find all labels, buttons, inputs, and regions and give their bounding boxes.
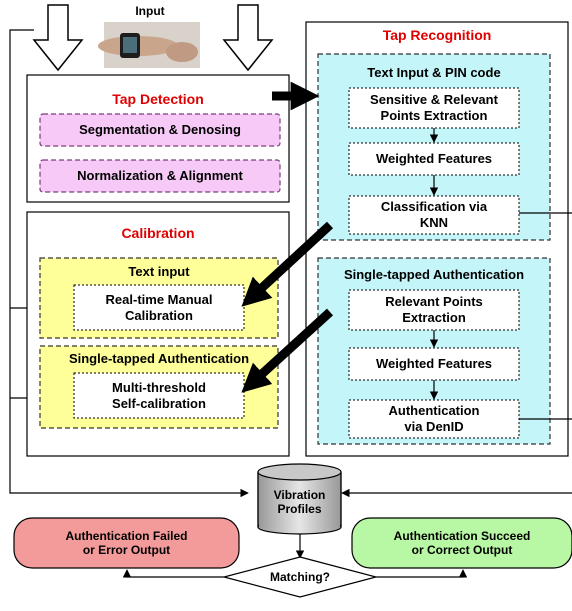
input-arrow-left (32, 4, 84, 72)
calibration-self-box (73, 372, 245, 419)
feedback-line-outer (9, 29, 249, 498)
single-tapped-recognition-title: Single-tapped Authentication (343, 267, 525, 283)
database-icon (257, 463, 342, 535)
tap-detection-title: Tap Detection (112, 90, 204, 107)
segmentation-box (39, 113, 281, 147)
big-arrow-knn-to-calibration (241, 221, 334, 307)
succeed-box (351, 517, 572, 569)
rec-points-label: Sensitive & Relevant Points Extraction (370, 92, 498, 123)
normalization-label: Normalization & Alignment (77, 168, 243, 184)
rec-points-box (348, 87, 520, 129)
text-input-title: Text input (128, 264, 190, 280)
input-label: Input (135, 3, 165, 18)
rec-denid-label: Authentication via DenID (388, 403, 480, 434)
rec-weighted-label-2: Weighted Features (375, 356, 493, 372)
normalization-box (39, 159, 281, 193)
input-arrow-right (222, 4, 274, 72)
big-arrow-denid-to-calibration (241, 308, 334, 393)
rec-knn-box (348, 195, 520, 235)
rec-weighted-label: Weighted Features (375, 151, 493, 167)
rec-knn-label: Classification via KNN (380, 199, 488, 230)
database-label: Vibration Profiles (273, 487, 326, 516)
matching-label: Matching? (270, 569, 330, 584)
rec-relevant-box (348, 289, 520, 331)
calibration-title: Calibration (121, 224, 195, 241)
rec-denid-box (348, 399, 520, 439)
rec-weighted-box-2 (348, 347, 520, 381)
matching-to-succeed-line (376, 569, 468, 578)
text-pin-title: Text Input & PIN code (367, 65, 501, 81)
input-photo (98, 22, 200, 68)
rec-relevant-label: Relevant Points Extraction (385, 294, 483, 325)
calibration-manual-label: Real-time Manual Calibration (105, 291, 213, 323)
segmentation-label: Segmentation & Denosing (79, 122, 241, 138)
tap-recognition-title: Tap Recognition (382, 26, 492, 43)
rec-weighted-box (348, 142, 520, 176)
matching-diamond (221, 556, 379, 598)
single-tapped-calibration-title: Single-tapped Authentication (68, 351, 250, 367)
calibration-self-label: Multi-threshold Self-calibration (112, 379, 206, 411)
failed-label: Authentication Failed or Error Output (65, 528, 188, 557)
failed-box (13, 517, 240, 569)
calibration-manual-box (73, 284, 245, 331)
matching-to-failed-line (122, 569, 224, 578)
succeed-label: Authentication Succeed or Correct Output (393, 528, 531, 557)
